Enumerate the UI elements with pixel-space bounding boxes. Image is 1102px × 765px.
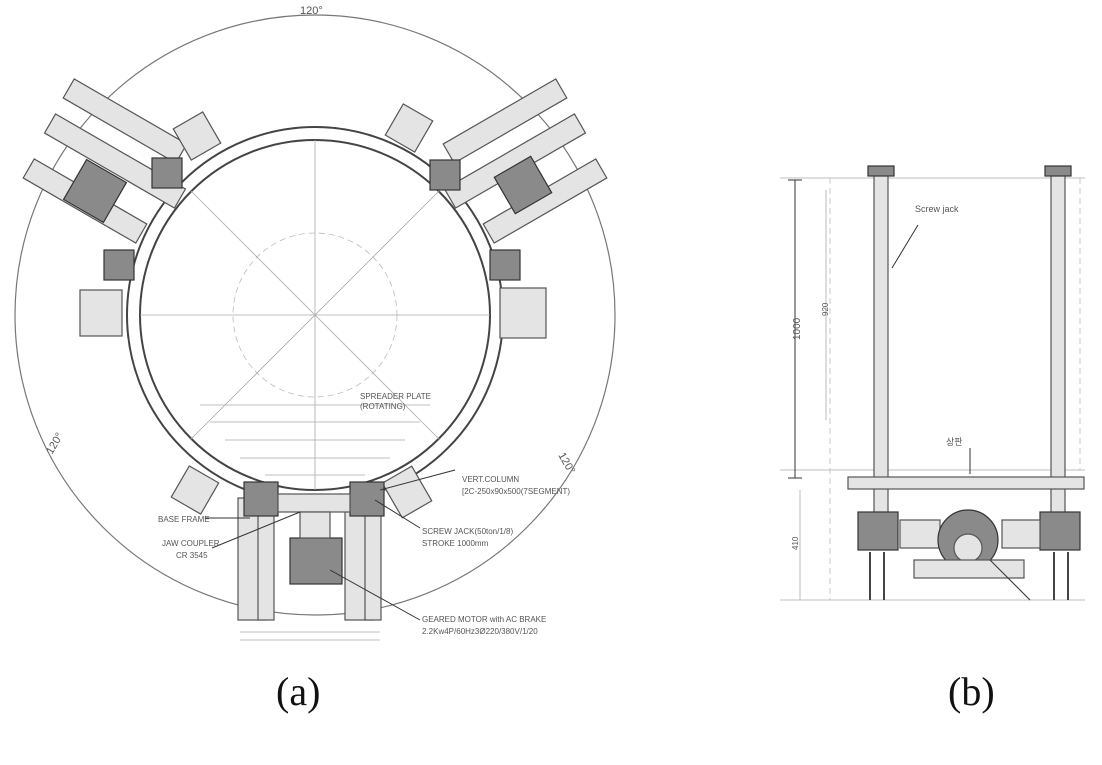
motor-upper-left <box>62 158 128 224</box>
callout-screw-jack-1: SCREW JACK(50ton/1/8) <box>422 527 513 536</box>
bottom-drive-assembly <box>237 481 385 641</box>
dim-total: 1000 <box>792 317 803 340</box>
callout-vert-column-1: VERT.COLUMN <box>462 475 519 484</box>
angle-label-left: 120° <box>44 431 66 457</box>
angle-label-top: 120° <box>300 5 323 17</box>
jack-assembly-upper-left <box>22 78 222 281</box>
angle-label-right: 120° <box>555 451 577 477</box>
top-plate <box>847 476 1085 490</box>
callout-geared-motor-1: GEARED MOTOR with AC BRAKE <box>422 615 546 624</box>
screw-jack-column-left <box>873 171 889 518</box>
dimensions-b: 1000 920 410 <box>788 179 830 600</box>
caption-a: (a) <box>276 669 321 714</box>
side-plate-left <box>79 289 123 337</box>
plate-lower-right <box>381 465 433 519</box>
geared-motor <box>289 537 343 585</box>
outer-reach-circle <box>14 14 616 616</box>
motor-upper-right <box>493 155 553 215</box>
chord-dimensions <box>200 404 430 476</box>
callout-jaw-coupler-2: CR 3545 <box>176 551 208 560</box>
callouts-a: VERT.COLUMN [2C-250x90x500(7SEGMENT) BAS… <box>158 469 570 636</box>
screw-jack-column-right <box>1050 171 1066 518</box>
spreader-plate-label-2: (ROTATING) <box>360 402 406 411</box>
center-lines <box>140 140 490 490</box>
callout-vert-column-2: [2C-250x90x500(7SEGMENT) <box>462 487 570 496</box>
callout-geared-motor-2: 2.2Kw4P/60Hz3Ø220/380V/1/20 <box>422 627 538 636</box>
elevation-view-b: 상판 Screw jack 1000 920 <box>780 165 1085 601</box>
caption-b: (b) <box>948 669 995 714</box>
callout-base-frame: BASE FRAME <box>158 515 210 524</box>
jack-assembly-upper-right <box>384 78 608 281</box>
spreader-plate-label-1: SPREADER PLATE <box>360 392 431 401</box>
side-plate-right <box>499 287 547 339</box>
plan-view-a: 120° 120° 120° SPREADER PLATE (ROTATING)… <box>14 5 616 641</box>
dim-lower: 410 <box>791 536 800 550</box>
top-plate-label: 상판 <box>946 437 963 447</box>
lower-drive-b <box>857 509 1081 601</box>
dim-upper: 920 <box>821 302 830 316</box>
plate-lower-left <box>170 465 220 515</box>
callout-screw-jack-2: STROKE 1000mm <box>422 539 489 548</box>
screw-jack-label: Screw jack <box>915 204 959 214</box>
callout-jaw-coupler-1: JAW COUPLER <box>162 539 220 548</box>
